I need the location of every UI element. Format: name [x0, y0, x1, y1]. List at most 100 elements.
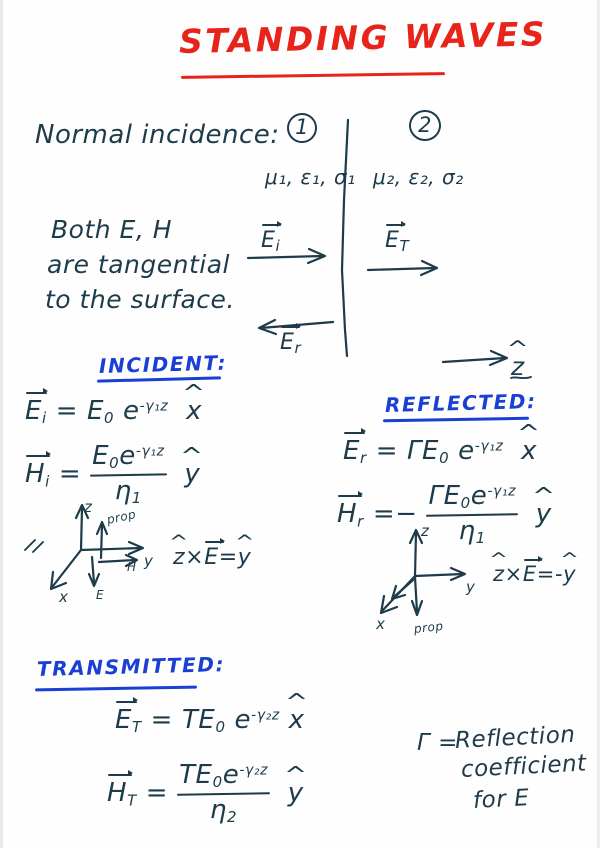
- reflected-h-amp-sub: 0: [460, 494, 471, 513]
- transmitted-e-amp-sub: 0: [215, 718, 226, 737]
- incident-h-unit-vector: y: [184, 459, 200, 489]
- incident-axis-y-label: y: [144, 552, 154, 570]
- equals-sign: =: [150, 705, 174, 735]
- region-2-marker: 2: [409, 110, 441, 141]
- incident-h-exp-base: e: [119, 441, 136, 471]
- reflected-prop-label: prop: [413, 618, 445, 636]
- incident-axis-x-label: x: [59, 588, 69, 606]
- cross-result: y: [238, 545, 252, 570]
- topic-label: Normal incidence:: [35, 120, 280, 150]
- incident-e-lhs-sub: i: [42, 409, 47, 428]
- gamma-definition-symbol: Γ =: [417, 730, 458, 756]
- reflected-h-lhs: H: [337, 491, 364, 530]
- reflected-h-eta: η: [458, 516, 476, 547]
- reflected-e-exponent: -γ₁z: [474, 438, 504, 455]
- cross-z-hat: z: [493, 562, 505, 586]
- transmitted-h-numerator: TE0e-γ₂z: [177, 762, 270, 790]
- incident-h-exponent: -γ₁z: [135, 443, 165, 460]
- cross-equals: =: [218, 545, 238, 570]
- incident-h-eta: η: [114, 476, 132, 507]
- reflected-heading-underline: [382, 416, 530, 422]
- transmitted-e-coefficient: T: [181, 705, 199, 735]
- incident-heading: INCIDENT:: [98, 350, 228, 378]
- transmitted-h-amp-sub: 0: [212, 773, 223, 792]
- reflected-h-sign: −: [395, 499, 418, 530]
- reflected-axis-y-label: y: [466, 578, 476, 596]
- tangential-note-text-1: Both E, H: [51, 215, 173, 244]
- reflected-h-exponent: -γ₁z: [487, 483, 517, 500]
- transmitted-h-eta: η: [209, 795, 228, 826]
- tangential-note-line-2: are tangential: [47, 250, 231, 279]
- media-boundary-line: [340, 118, 350, 358]
- transmitted-h-fraction: TE0e-γ₂z η2: [177, 762, 271, 826]
- cross-e-vector: E: [204, 538, 225, 570]
- incident-e-exponent: -γ₁z: [139, 398, 169, 415]
- incident-wave-symbol: E: [261, 221, 281, 253]
- reflected-wave-subscript: r: [294, 339, 302, 358]
- incident-h-field-label: H: [127, 560, 137, 574]
- transmitted-h-unit-vector: y: [288, 778, 304, 808]
- incident-axis-z-label: z: [84, 498, 93, 516]
- transmitted-h-exponent: -γ₂z: [239, 762, 269, 779]
- incident-h-equation: Hi = E0e-γ₁z η1 y: [25, 443, 200, 506]
- gamma-definition-line-3: for E: [472, 785, 530, 814]
- incident-wave-subscript: i: [275, 237, 281, 256]
- incident-h-denominator: η1: [90, 478, 167, 506]
- incident-cross-product: z×E=y: [173, 538, 252, 570]
- tangential-note-line-3: to the surface.: [45, 285, 235, 314]
- region-2-parameters: μ₂, ε₂, σ₂: [373, 165, 464, 189]
- incident-h-fraction: E0e-γ₁z η1: [90, 443, 167, 506]
- reflected-e-equation: Er = ΓE0 e-γ₁z x: [343, 428, 537, 468]
- reflected-e-coefficient: Γ: [406, 436, 423, 466]
- incident-e-amp-sub: 0: [103, 409, 115, 428]
- incident-h-numerator: E0e-γ₁z: [90, 443, 167, 471]
- transmitted-h-lhs-sub: T: [127, 791, 137, 810]
- equals-sign: =: [58, 459, 82, 490]
- region-1-marker: 1: [287, 113, 317, 143]
- transmitted-h-exp-base: e: [222, 760, 240, 790]
- transmitted-heading-underline: [34, 685, 198, 691]
- transmitted-e-exp-base: e: [234, 705, 252, 735]
- transmitted-wave-label: ET: [385, 221, 410, 256]
- title-underline: [180, 72, 446, 79]
- transmitted-e-lhs-sub: T: [132, 718, 142, 737]
- reflected-e-exp-base: e: [458, 436, 475, 466]
- reflected-heading: REFLECTED:: [384, 389, 537, 417]
- equals-sign: =: [375, 436, 399, 466]
- incident-wave-arrow: [246, 247, 327, 265]
- incident-h-amp-sub: 0: [109, 454, 120, 473]
- cross-z-hat: z: [173, 545, 185, 570]
- incident-prop-label: prop: [105, 507, 138, 527]
- reflected-h-coefficient: Γ: [428, 481, 444, 511]
- reflected-h-denominator: η1: [426, 518, 518, 546]
- equals-sign: =: [372, 499, 396, 530]
- reflected-h-lhs-sub: r: [357, 512, 364, 531]
- reflected-e-lhs-sub: r: [360, 449, 367, 468]
- z-axis-symbol: z: [511, 352, 525, 381]
- incident-e-equation: Ei = E0 e-γ₁z x: [25, 388, 202, 428]
- cross-result: y: [563, 562, 576, 586]
- reflected-e-lhs: E: [343, 428, 367, 466]
- cross-operator: ×: [185, 545, 205, 570]
- gamma-definition-line-1: Reflection: [454, 721, 576, 754]
- reflected-axis-z-label: z: [421, 522, 430, 540]
- transmitted-e-lhs: E: [115, 697, 139, 735]
- incident-h-lhs: H: [25, 451, 52, 490]
- reflected-h-equation: Hr =− ΓE0e-γ₁z η1 y: [337, 483, 552, 546]
- transmitted-h-coefficient: T: [179, 760, 196, 790]
- reflected-e-unit-vector: x: [521, 436, 537, 466]
- reflected-h-numerator: ΓE0e-γ₁z: [426, 483, 518, 511]
- reflected-h-fraction: ΓE0e-γ₁z η1: [426, 483, 519, 546]
- reflected-wave-symbol: E: [280, 323, 300, 355]
- equals-sign: =: [145, 778, 169, 809]
- reflected-wave-label: Er: [280, 323, 302, 358]
- incident-e-field-label: E: [96, 588, 105, 602]
- incident-e-unit-vector: x: [186, 396, 202, 426]
- transmitted-e-equation: ET = TE0 e-γ₂z x: [115, 697, 305, 737]
- transmitted-wave-subscript: T: [399, 237, 410, 256]
- equals-sign: =: [55, 396, 79, 426]
- cross-operator: ×: [504, 562, 523, 586]
- global-z-axis-arrow: [441, 349, 509, 367]
- reflected-cross-product: z×E=-y: [493, 555, 576, 586]
